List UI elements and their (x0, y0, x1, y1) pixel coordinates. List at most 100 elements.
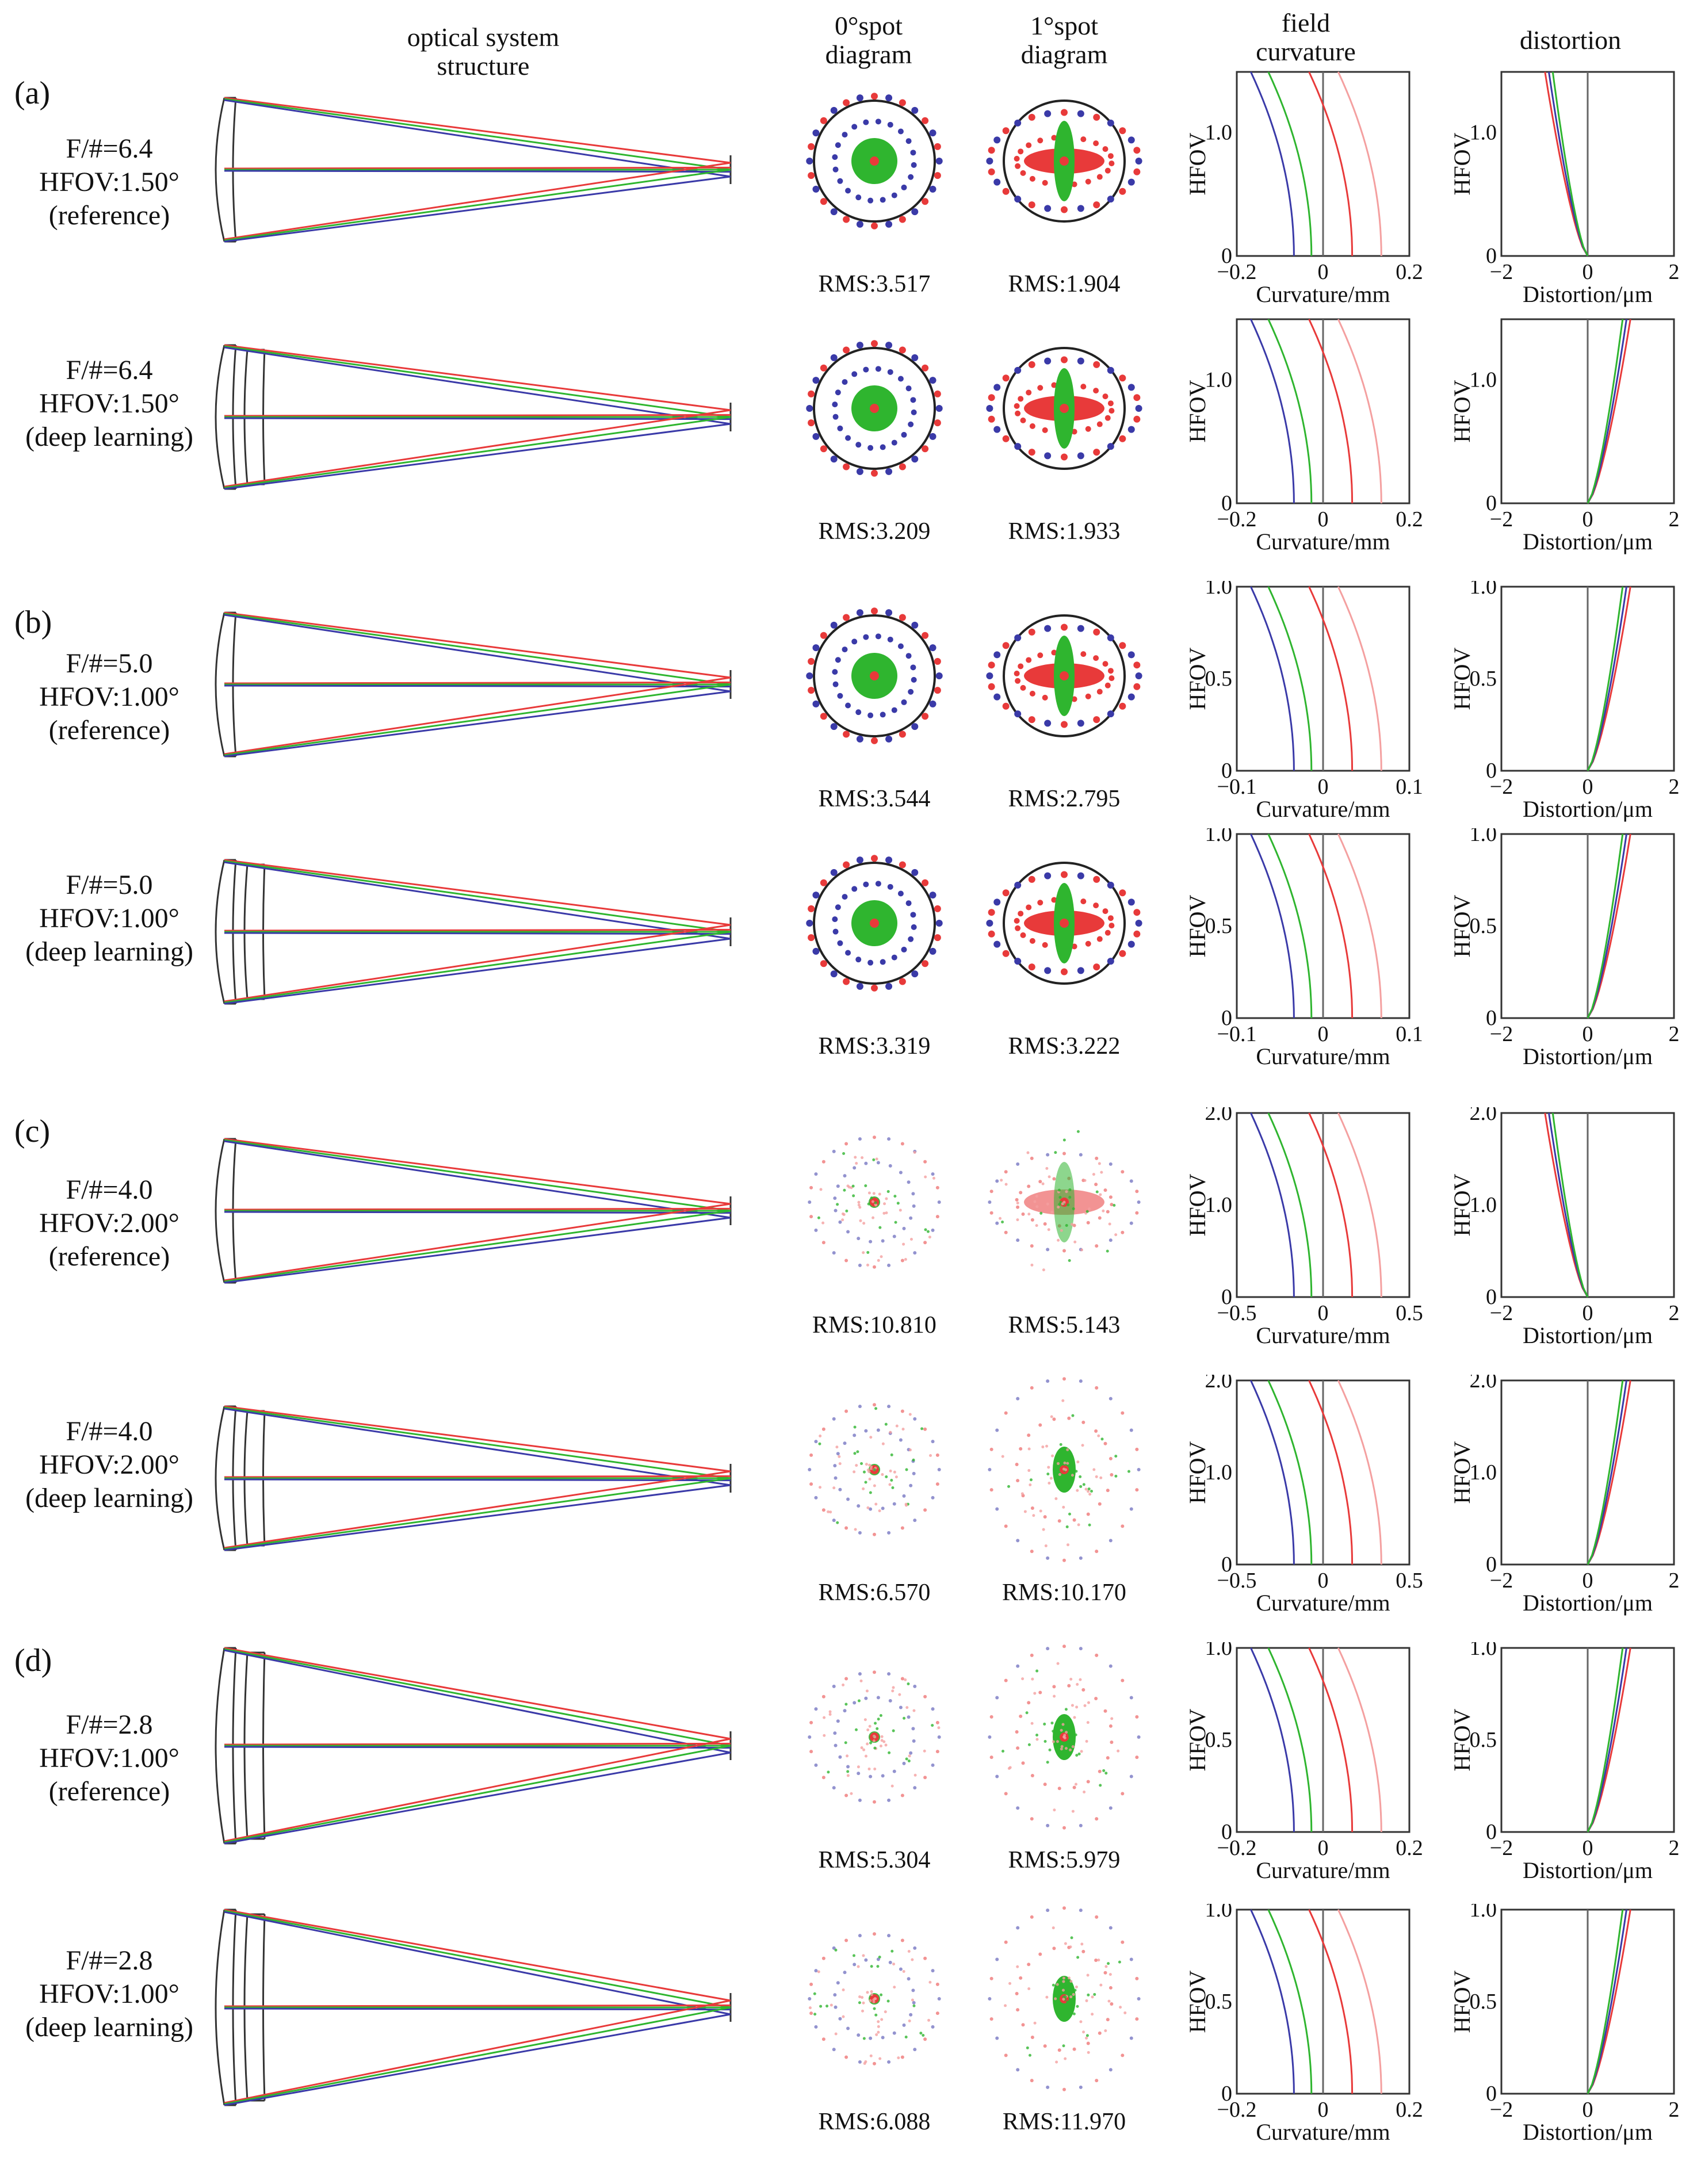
plot-curve (1337, 586, 1382, 771)
x-tick-label: 0 (1318, 1836, 1329, 1860)
y-axis-label: HFOV (1184, 380, 1210, 442)
header-spot0-line2: diagram (825, 40, 912, 69)
plot-curve (1337, 71, 1382, 257)
y-tick-label: 0 (1221, 491, 1232, 515)
x-tick-label: 2 (1669, 1301, 1680, 1325)
y-tick-label: 0 (1486, 2082, 1497, 2106)
y-axis-label: HFOV (1184, 1173, 1210, 1236)
x-tick-label: 0 (1582, 1022, 1593, 1046)
y-tick-label: 0.5 (1470, 1990, 1497, 2014)
y-tick-label: 1.0 (1470, 121, 1497, 145)
plot-curve (1551, 1112, 1589, 1298)
x-tick-label: −2 (1490, 507, 1513, 531)
y-tick-label: 0 (1486, 759, 1497, 783)
y-axis-label: HFOV (1449, 647, 1475, 710)
plot-curve (1250, 1112, 1295, 1298)
plot-curve (1544, 1112, 1589, 1298)
header-spot0: 0°spot diagram (794, 12, 943, 69)
config-hfov: HFOV:1.00° (39, 682, 179, 712)
section-label-b: (b) (14, 605, 52, 640)
y-tick-label: 0 (1486, 1820, 1497, 1844)
x-tick-label: −2 (1490, 1569, 1513, 1593)
x-tick-label: 0.2 (1396, 2098, 1423, 2122)
spot-0-pattern (808, 1135, 941, 1269)
x-tick-label: 0.5 (1396, 1301, 1423, 1325)
plot-curve (1337, 319, 1382, 504)
plot-curve (1337, 1380, 1382, 1565)
x-axis-label: Curvature/mm (1256, 281, 1390, 307)
rms-0deg: RMS:3.319 (818, 1033, 931, 1060)
x-tick-label: −0.5 (1217, 1301, 1257, 1325)
rms-1deg: RMS:2.795 (1008, 786, 1121, 812)
plot-curve (1250, 71, 1295, 257)
plot-curve (1548, 71, 1589, 257)
y-tick-label: 0.5 (1205, 914, 1233, 938)
config-fnum: F/#=2.8 (66, 1709, 153, 1740)
x-tick-label: 0 (1582, 775, 1593, 799)
plot-curve (1267, 833, 1313, 1019)
spot-0-pattern (808, 1403, 941, 1536)
config-hfov: HFOV:1.00° (39, 903, 179, 934)
y-tick-label: 2.0 (1205, 1375, 1233, 1393)
plot-curve (1587, 319, 1631, 504)
plot-curve (1587, 833, 1624, 1019)
x-tick-label: −0.2 (1217, 507, 1257, 531)
x-tick-label: 2 (1669, 1022, 1680, 1046)
x-tick-label: 2 (1669, 260, 1680, 284)
config-kind: (deep learning) (25, 2012, 193, 2043)
y-tick-label: 0.5 (1205, 667, 1233, 691)
plot-curve (1587, 1909, 1627, 2094)
rms-0deg: RMS:3.517 (818, 271, 931, 297)
rms-0deg: RMS:10.810 (812, 1312, 936, 1338)
x-tick-label: 0 (1318, 1301, 1329, 1325)
y-tick-label: 1.0 (1205, 581, 1233, 599)
config-hfov: HFOV:2.00° (39, 1449, 179, 1480)
x-tick-label: 0 (1318, 507, 1329, 531)
y-tick-label: 1.0 (1205, 828, 1233, 846)
y-tick-label: 1.0 (1205, 1904, 1233, 1922)
config-hfov: HFOV:1.00° (39, 1743, 179, 1773)
spot-1-pattern (986, 614, 1142, 737)
plot-curve (1267, 319, 1313, 504)
plot-curve (1587, 586, 1627, 771)
plot-curve (1308, 1112, 1354, 1298)
x-tick-label: 2 (1669, 1569, 1680, 1593)
y-tick-label: 2.0 (1470, 1375, 1497, 1393)
x-tick-label: 0.1 (1396, 1022, 1423, 1046)
plot-curve (1587, 833, 1631, 1019)
x-axis-label: Curvature/mm (1256, 1857, 1390, 1883)
y-tick-label: 2.0 (1470, 1107, 1497, 1125)
x-tick-label: −2 (1490, 1301, 1513, 1325)
optical-system-diagram (215, 97, 732, 243)
x-tick-label: −0.1 (1217, 1022, 1257, 1046)
x-axis-label: Curvature/mm (1256, 1322, 1390, 1348)
rms-1deg: RMS:1.933 (1008, 518, 1121, 545)
plot-curve (1587, 1380, 1631, 1565)
config-hfov: HFOV:1.50° (39, 167, 179, 197)
x-tick-label: −2 (1490, 260, 1513, 284)
ray-trace (224, 97, 731, 243)
x-tick-label: −0.2 (1217, 1836, 1257, 1860)
plot-curve (1308, 1647, 1354, 1833)
plot-curve (1267, 71, 1313, 257)
plot-curve (1337, 833, 1382, 1019)
y-axis-label: HFOV (1449, 1173, 1475, 1236)
y-tick-label: 1.0 (1470, 368, 1497, 392)
config-kind: (deep learning) (25, 936, 193, 967)
x-tick-label: −2 (1490, 1836, 1513, 1860)
y-tick-label: 0 (1221, 1006, 1232, 1030)
optical-system-diagram (215, 1647, 732, 1845)
x-tick-label: 0.2 (1396, 260, 1423, 284)
config-hfov: HFOV:1.00° (39, 1979, 179, 2009)
y-axis-label: HFOV (1184, 1708, 1210, 1771)
